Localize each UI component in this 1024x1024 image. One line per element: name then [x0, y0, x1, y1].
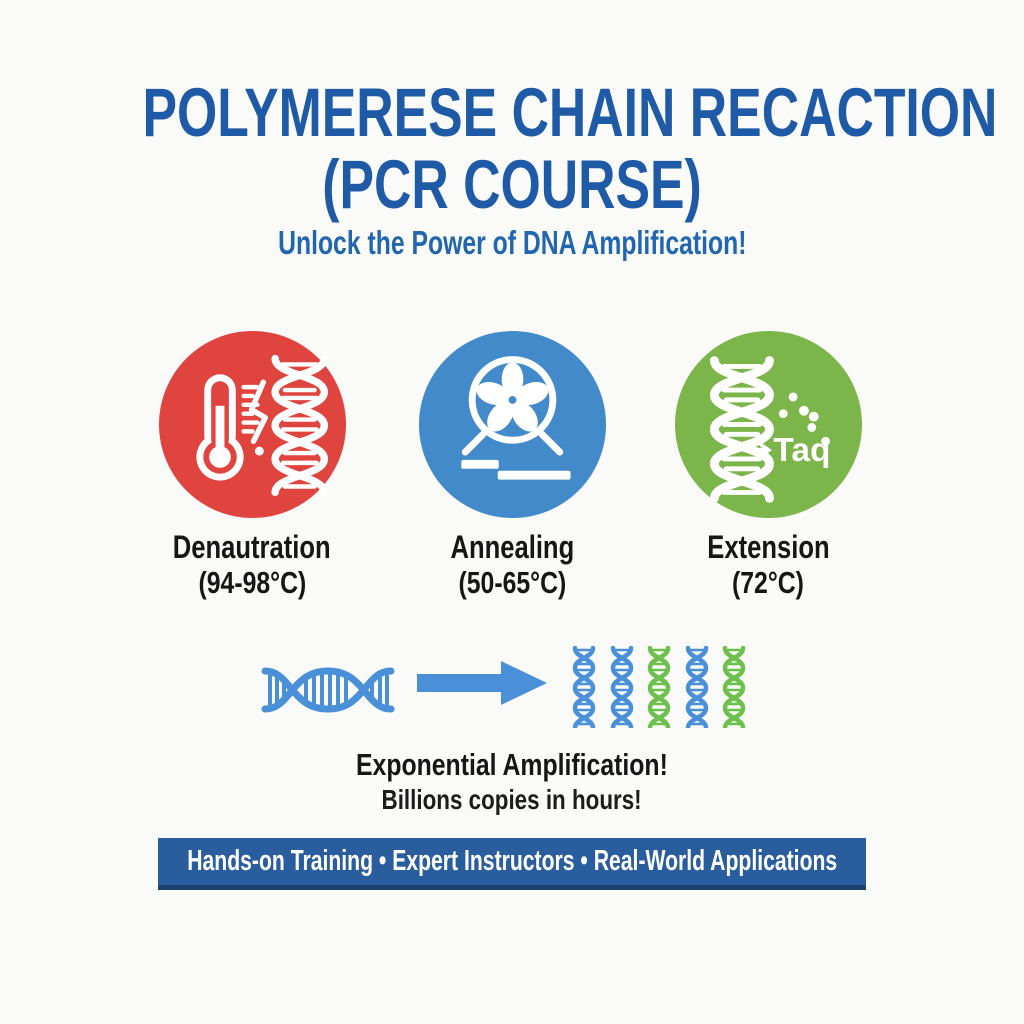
dna-copy-icon — [722, 646, 746, 728]
nucleotide-dots — [778, 392, 830, 446]
page-title-line2: (PCR COURSE) — [322, 146, 702, 223]
step-extension: Taq Extension (72°C) — [638, 331, 898, 599]
step-temp-annealing: (50-65°C) — [458, 564, 566, 600]
subtitle: Unlock the Power of DNA Amplification! — [0, 224, 1024, 262]
dna-copy-icon — [685, 646, 708, 728]
amplification-subtext: Billions copies in hours! — [381, 784, 643, 815]
cooling-fan-icon — [460, 356, 571, 480]
dna-strand-horizontal-icon — [261, 667, 395, 713]
step-denaturation: Denautration (94-98°C) — [122, 331, 382, 599]
step-name-denaturation: Denautration — [173, 529, 331, 565]
page-title-line2-wrap: (PCR COURSE) — [0, 150, 1024, 219]
taq-label: Taq — [773, 432, 830, 469]
dna-taq-polymerase-icon: Taq — [709, 356, 830, 503]
step-temp-denaturation: (94-98°C) — [198, 564, 306, 600]
taq-arrow-icon — [747, 443, 772, 457]
dna-copy-icon — [572, 646, 596, 728]
step-name-annealing: Annealing — [450, 529, 574, 565]
step-temp-extension: (72°C) — [732, 564, 804, 600]
thermometer-dna-icon — [195, 354, 328, 497]
amplification-headline: Exponential Amplification! — [356, 747, 668, 782]
footer-banner-text: Hands-on Training • Expert Instructors •… — [187, 845, 837, 877]
page-title: POLYMERESE CHAIN RECACTION — [0, 78, 1024, 147]
step-annealing: Annealing (50-65°C) — [382, 331, 642, 599]
extension-circle: Taq — [674, 331, 862, 518]
dna-copy-icon — [610, 646, 633, 728]
page-title-line1: POLYMERESE CHAIN RECACTION — [142, 74, 998, 151]
step-name-extension: Extension — [706, 529, 830, 565]
subtitle-text: Unlock the Power of DNA Amplification! — [277, 224, 747, 261]
annealing-circle — [418, 331, 606, 518]
dna-copy-icon — [647, 646, 671, 728]
dna-copies — [570, 646, 748, 728]
denaturation-circle — [158, 331, 346, 518]
arrow-right-icon — [417, 661, 547, 705]
footer-banner: Hands-on Training • Expert Instructors •… — [158, 838, 866, 890]
